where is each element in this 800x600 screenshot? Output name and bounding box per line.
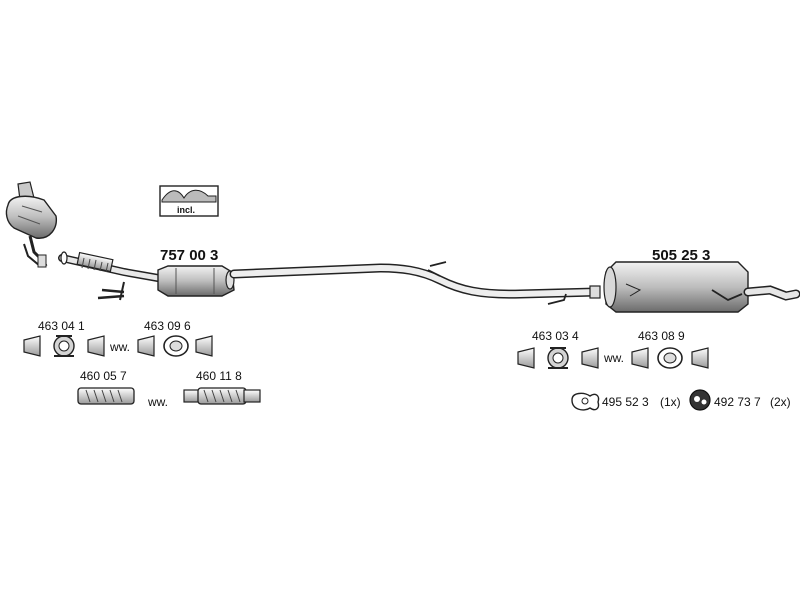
included-parts-box: incl.: [159, 185, 219, 217]
gasket-quantity: (1x): [660, 395, 681, 409]
rear-silencer-part-number: 505 25 3: [652, 247, 710, 264]
flex-pipe-460057[interactable]: [77, 387, 135, 405]
clamp-463089-part-number: 463 08 9: [638, 329, 685, 343]
rubber-mount-part-number: 492 73 7: [714, 395, 761, 409]
alt-marker-left: ww.: [109, 340, 130, 354]
alt-marker-right: ww.: [603, 351, 624, 365]
rubber-mount-icon[interactable]: [689, 389, 711, 411]
rear-silencer[interactable]: [603, 261, 800, 313]
flex-pipe-460057-part-number: 460 05 7: [80, 369, 127, 383]
middle-pipe[interactable]: [229, 261, 601, 305]
clamp-463041-part-number: 463 04 1: [38, 319, 85, 333]
flex-pipe-460118-part-number: 460 11 8: [196, 369, 242, 383]
catalytic-converter-part-number: 757 00 3: [160, 247, 218, 264]
gasket-part-number: 495 52 3: [602, 395, 649, 409]
front-pipe-assembly[interactable]: [58, 251, 162, 301]
clamp-463096[interactable]: [137, 335, 213, 357]
front-catalytic-converter[interactable]: [5, 181, 57, 268]
catalytic-converter[interactable]: [157, 265, 235, 297]
flex-pipe-460118[interactable]: [183, 387, 261, 405]
clamp-463034[interactable]: [517, 347, 599, 369]
clamp-463034-part-number: 463 03 4: [532, 329, 579, 343]
clamp-463041[interactable]: [23, 335, 105, 357]
rubber-mount-quantity: (2x): [770, 395, 791, 409]
gasket-icon[interactable]: [571, 392, 600, 411]
alt-marker-flex: ww.: [147, 395, 168, 409]
clamp-463089[interactable]: [631, 347, 709, 369]
incl-label: incl.: [177, 205, 195, 215]
clamp-463096-part-number: 463 09 6: [144, 319, 191, 333]
